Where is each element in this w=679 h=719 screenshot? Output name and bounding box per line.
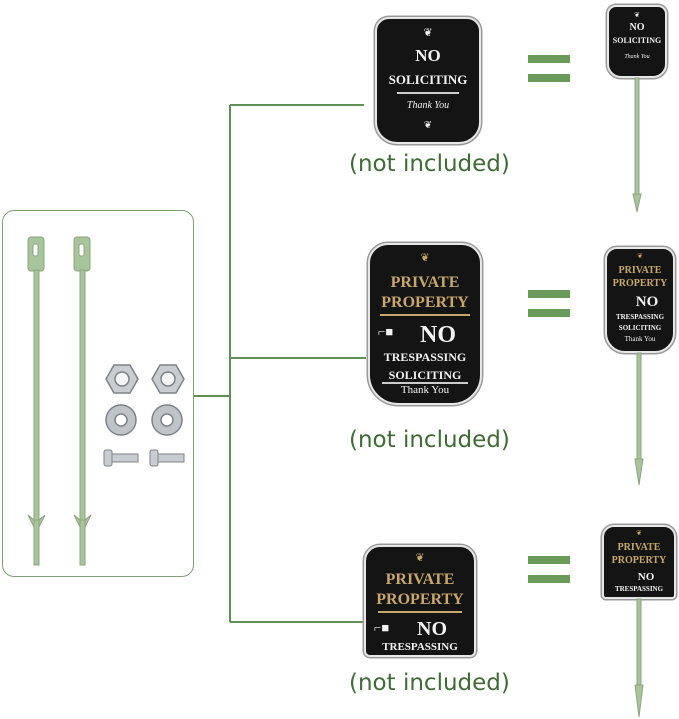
sign-text-line3: NO (417, 618, 447, 640)
sign-private-property-no-trespassing-soliciting-small: ❦ PRIVATE PROPERTY NO TRESPASSING SOLICI… (605, 247, 675, 353)
ornament-top: ❦ (420, 252, 430, 264)
sign-no-soliciting-small: ❦ NO SOLICITING Thank You (607, 5, 667, 78)
washers (105, 404, 183, 436)
sign-text-line3: NO (635, 294, 659, 310)
sign-text-line3: Thank You (406, 100, 450, 111)
sign-text-line5: SOLICITING (618, 324, 662, 332)
small-sign-stakes (632, 77, 644, 718)
sign-text-line1: PRIVATE (618, 265, 662, 276)
sign-text-line1: NO (629, 22, 645, 33)
ornament-top: ❦ (637, 252, 643, 260)
sign-no-soliciting: ❦ NO SOLICITING Thank You ❦ (375, 17, 481, 144)
caption-not-included-2: (not included) (349, 427, 510, 453)
sign-text-line2: SOLICITING (388, 72, 468, 87)
sign-text-line4: TRESPASSING (614, 585, 664, 593)
sign-text-line1: NO (415, 46, 441, 65)
sign-text-line1: PRIVATE (617, 542, 661, 553)
sign-private-property-no-trespassing-soliciting: ❦ PRIVATE PROPERTY ⌐■ NO TRESPASSING SOL… (368, 243, 482, 405)
sign-private-property-no-trespassing: ❦ PRIVATE PROPERTY ⌐■ NO TRESPASSING (364, 545, 476, 657)
equals-sign-3 (528, 556, 570, 586)
hardware-kit-box (2, 210, 194, 577)
sign-text-line4: TRESPASSING (382, 641, 458, 653)
equals-sign-1 (528, 55, 570, 85)
ornament-top: ❦ (423, 27, 433, 39)
sign-text-line1: PRIVATE (390, 274, 460, 291)
ornament-top: ❦ (636, 529, 642, 537)
sign-text-line2: PROPERTY (612, 278, 668, 289)
caption-not-included-1: (not included) (349, 151, 510, 177)
sign-text-line1: PRIVATE (385, 571, 455, 588)
ornament-bottom: ❦ (423, 120, 433, 131)
sign-private-property-no-trespassing-small: ❦ PRIVATE PROPERTY NO TRESPASSING (602, 525, 676, 599)
camera-icon: ⌐■ (378, 324, 394, 339)
equals-sign-2 (528, 290, 570, 320)
sign-text-line2: PROPERTY (611, 555, 667, 566)
sign-text-line6: Thank You (624, 335, 656, 343)
bolts (103, 449, 185, 467)
hex-nuts (105, 364, 185, 394)
sign-text-line5: SOLICITING (388, 368, 462, 382)
sign-text-line3: NO (420, 322, 456, 348)
sign-text-line2: PROPERTY (381, 294, 469, 311)
sign-text-line4: TRESPASSING (615, 313, 665, 321)
camera-icon: ⌐■ (374, 620, 390, 635)
sign-text-line2: PROPERTY (376, 591, 464, 608)
ornament-top: ❦ (634, 11, 640, 19)
stakes-and-hardware (27, 236, 185, 566)
sign-text-line3: NO (637, 571, 655, 583)
sign-text-line4: TRESPASSING (383, 350, 467, 364)
sign-text-line2: SOLICITING (612, 36, 662, 45)
sign-text-line3: Thank You (624, 54, 650, 60)
stake-1 (27, 236, 46, 566)
sign-text-line6: Thank You (400, 384, 450, 396)
ornament-top: ❦ (415, 552, 425, 564)
stake-2 (73, 236, 92, 566)
caption-not-included-3: (not included) (349, 670, 510, 696)
